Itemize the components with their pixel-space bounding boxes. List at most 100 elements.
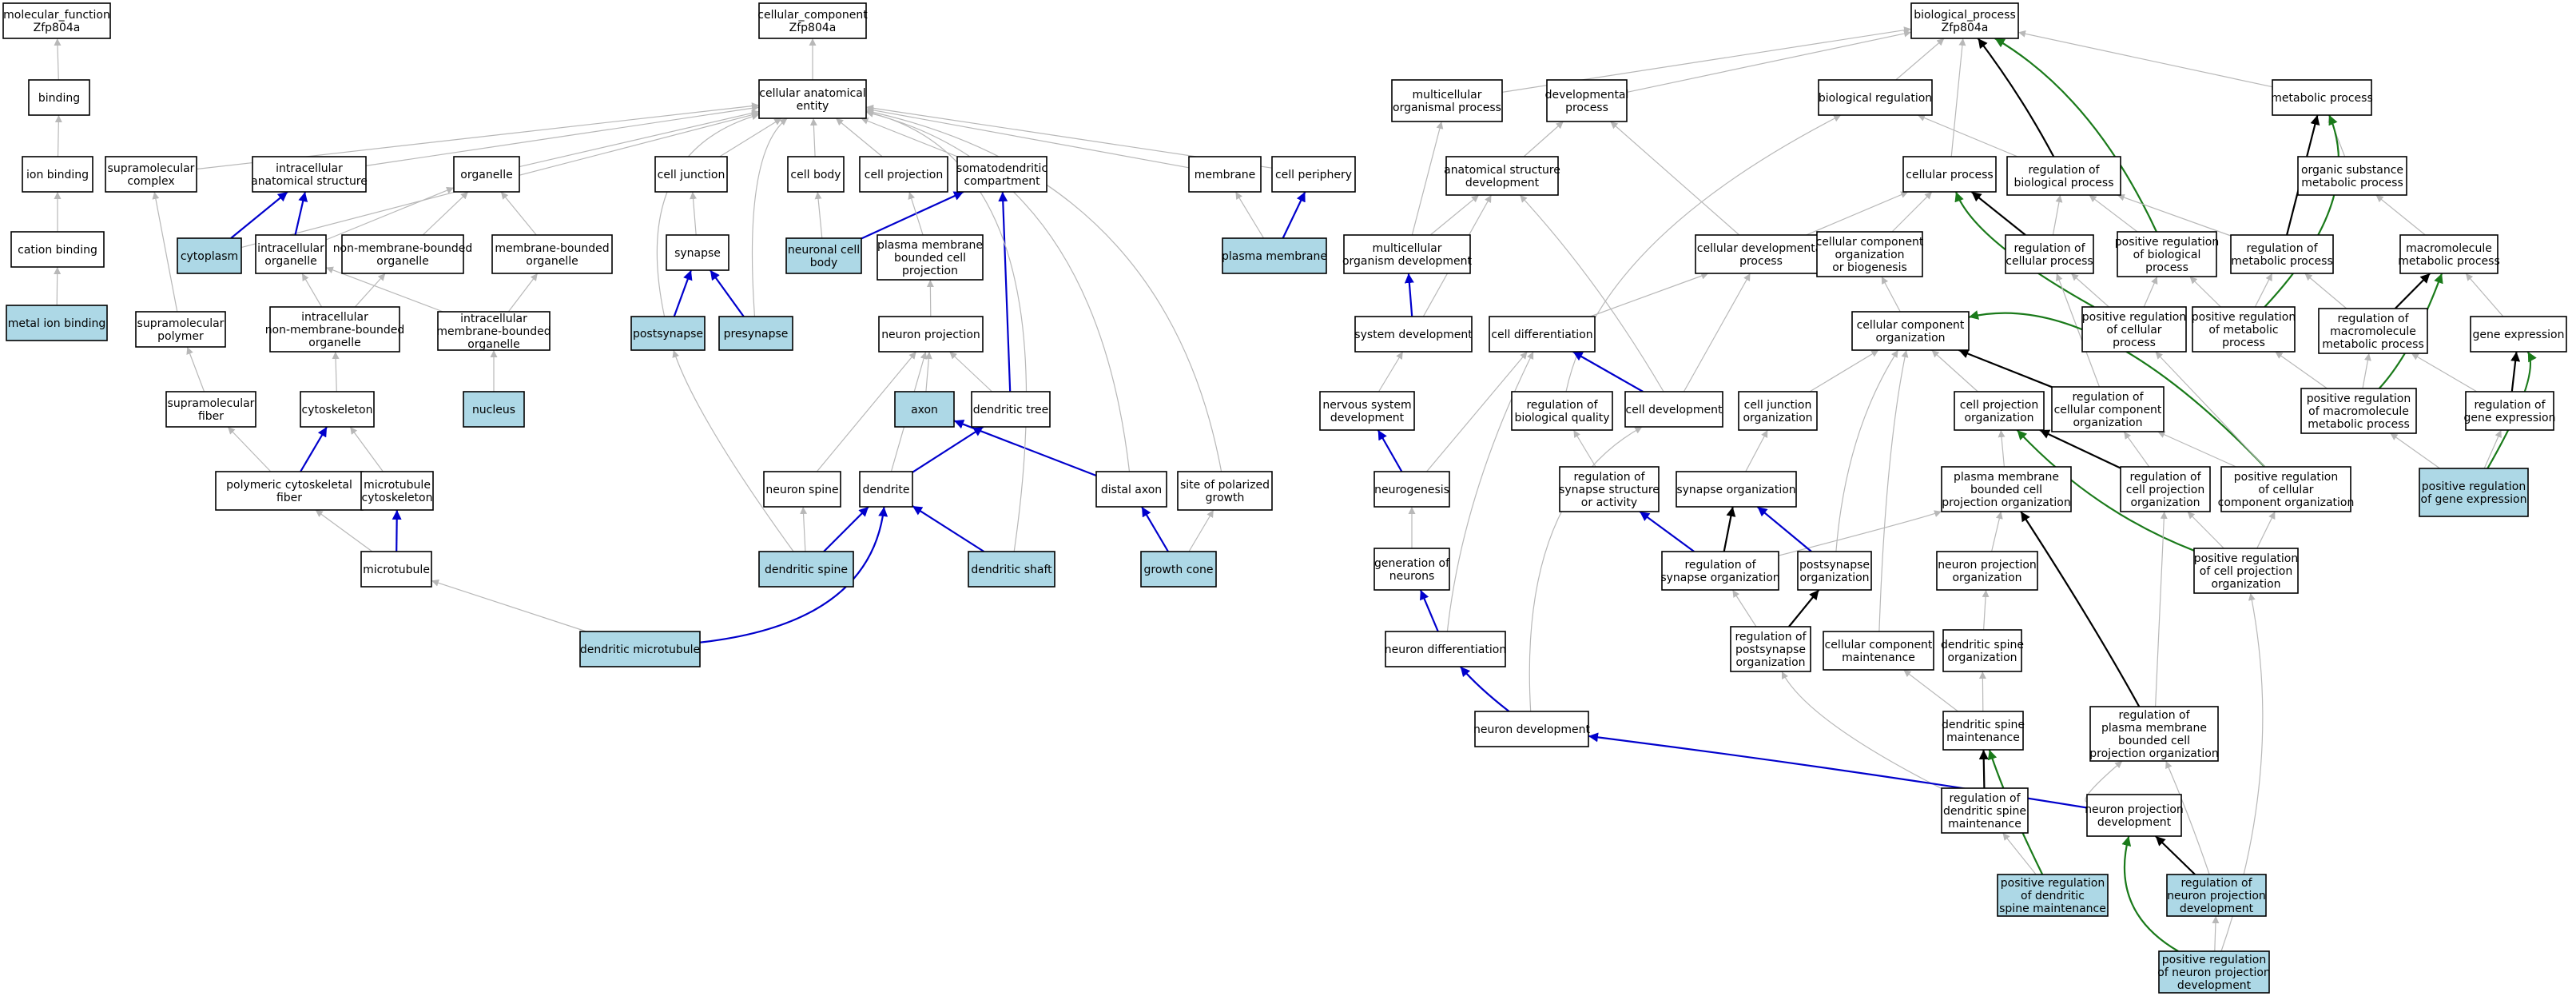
term-node-cell-projection[interactable]: cell projection <box>859 156 948 193</box>
term-node-system-dev[interactable]: system development <box>1354 316 1473 353</box>
term-node-neuron-dev[interactable]: neuron development <box>1473 711 1591 747</box>
term-node-cell-periphery[interactable]: cell periphery <box>1271 156 1356 193</box>
term-node-metal-ion-binding[interactable]: metal ion binding <box>6 305 108 341</box>
term-node-distal-axon[interactable]: distal axon <box>1095 471 1167 508</box>
term-node-neurogenesis[interactable]: neurogenesis <box>1373 471 1450 508</box>
term-node-growth-cone[interactable]: growth cone <box>1140 551 1217 588</box>
term-node-ion-binding[interactable]: ion binding <box>22 156 93 193</box>
term-node-cell-body[interactable]: cell body <box>787 156 845 193</box>
term-node-cytoskeleton[interactable]: cytoskeleton <box>300 391 375 428</box>
term-node-cell-dev[interactable]: cell development <box>1624 391 1723 428</box>
term-node-axon[interactable]: axon <box>894 391 955 428</box>
term-node-plasma-membrane[interactable]: plasma membrane <box>1222 237 1327 274</box>
term-node-gene-expression[interactable]: gene expression <box>2470 316 2567 353</box>
term-node-bio-reg[interactable]: biological regulation <box>1818 79 1933 116</box>
term-node-membrane[interactable]: membrane <box>1188 156 1262 193</box>
term-node-dendritic-shaft[interactable]: dendritic shaft <box>968 551 1055 588</box>
term-node-nucleus[interactable]: nucleus <box>463 391 525 428</box>
term-node-dendritic-microtubule[interactable]: dendritic microtubule <box>579 631 701 667</box>
term-node-dendrite[interactable]: dendrite <box>859 471 913 508</box>
term-node-cell-junction[interactable]: cell junction <box>654 156 728 193</box>
term-node-cellular-proc[interactable]: cellular process <box>1902 156 1997 193</box>
term-node-binding[interactable]: binding <box>28 79 90 116</box>
term-node-neuron-projection[interactable]: neuron projection <box>878 316 984 353</box>
term-node-synapse-org[interactable]: synapse organization <box>1676 471 1797 508</box>
term-node-cytoplasm[interactable]: cytoplasm <box>177 237 242 274</box>
term-node-presynapse[interactable]: presynapse <box>718 316 793 351</box>
term-node-cation-binding[interactable]: cation binding <box>10 231 105 268</box>
term-node-organelle[interactable]: organelle <box>453 156 520 193</box>
term-node-dendritic-tree[interactable]: dendritic tree <box>971 391 1051 428</box>
term-node-cell-diff[interactable]: cell differentiation <box>1489 316 1596 353</box>
term-node-microtubule[interactable]: microtubule <box>360 551 432 588</box>
term-node-neuron-spine[interactable]: neuron spine <box>763 471 841 508</box>
term-node-neuron-diff[interactable]: neuron differentiation <box>1385 631 1506 667</box>
term-node-metabolic-proc[interactable]: metabolic process <box>2271 79 2373 116</box>
term-node-synapse[interactable]: synapse <box>666 234 729 271</box>
term-node-postsynapse[interactable]: postsynapse <box>630 316 706 351</box>
term-node-intracell-nonmem[interactable]: intracellularnon-membrane-boundedorganel… <box>265 306 405 353</box>
